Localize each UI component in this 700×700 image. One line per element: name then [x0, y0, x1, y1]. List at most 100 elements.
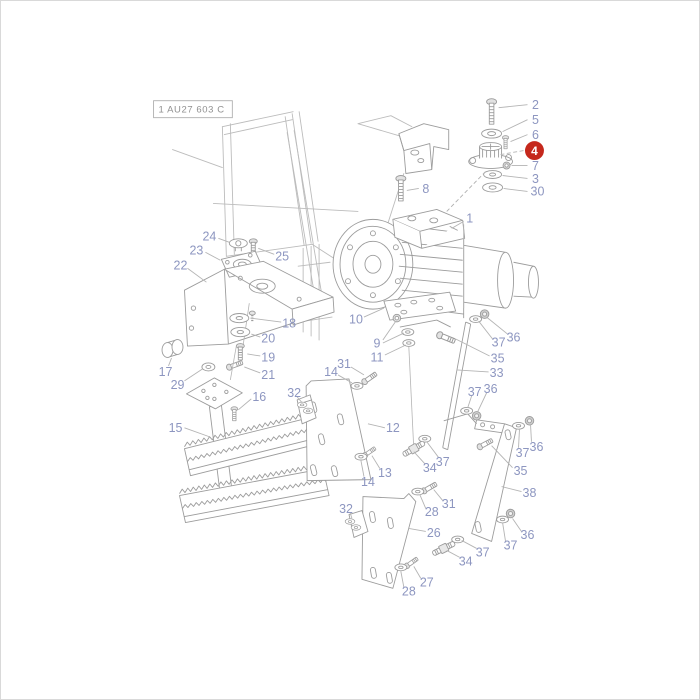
part-callout[interactable]: 10 — [349, 307, 385, 326]
part-callout[interactable]: 25 — [258, 247, 289, 264]
part-callout[interactable]: 29 — [171, 368, 203, 392]
svg-text:24: 24 — [202, 230, 216, 244]
part-callout[interactable]: 37 — [461, 540, 490, 560]
svg-text:36: 36 — [484, 382, 498, 396]
part-callout[interactable]: 37 — [467, 385, 482, 408]
part-callout[interactable]: 35 — [455, 338, 505, 365]
panel-26 — [361, 493, 417, 589]
part-callout[interactable]: 16 — [238, 390, 266, 411]
washer-37b — [469, 315, 483, 323]
part-callout[interactable]: 14 — [324, 365, 353, 384]
part-callout[interactable]: 21 — [244, 366, 275, 382]
part-callout[interactable]: 38 — [501, 486, 537, 500]
part-callout[interactable]: 30 — [503, 185, 545, 199]
part-callout[interactable]: 26 — [408, 526, 441, 540]
bracket-32-lower — [348, 510, 369, 538]
svg-text:37: 37 — [436, 455, 450, 469]
part-callout[interactable]: 20 — [251, 331, 275, 345]
part-callout[interactable]: 15 — [169, 421, 210, 438]
part-callout[interactable]: 9 — [373, 320, 405, 350]
part-callout[interactable]: 34 — [446, 550, 473, 569]
diagram-ref-label: 1 AU27 603 C — [159, 105, 225, 116]
svg-text:14: 14 — [361, 475, 375, 489]
washer-28b — [394, 563, 408, 572]
part-callout[interactable]: 37 — [516, 428, 530, 460]
part-callout[interactable]: 2 — [498, 98, 539, 112]
svg-text:28: 28 — [425, 505, 439, 519]
part-callout[interactable]: 35 — [491, 445, 528, 478]
svg-text:36: 36 — [507, 330, 521, 344]
highlighted-part-callout[interactable]: 4 — [500, 141, 544, 161]
part-callout[interactable]: 1 — [451, 212, 473, 309]
nut-36e — [505, 508, 516, 519]
svg-text:29: 29 — [171, 378, 185, 392]
svg-text:36: 36 — [521, 528, 535, 542]
part-callout[interactable]: 19 — [247, 350, 275, 364]
highlight-badge — [524, 141, 544, 161]
part-callout[interactable]: 18 — [250, 316, 296, 330]
part-callout[interactable]: 37 — [426, 441, 450, 469]
part-callout[interactable]: 32 — [287, 386, 303, 404]
part-callout[interactable]: 5 — [502, 113, 539, 133]
part-callout[interactable]: 37 — [478, 320, 506, 349]
bolt-31 — [360, 370, 379, 387]
washer-5 — [481, 128, 503, 139]
part-callout[interactable]: 34 — [413, 451, 437, 475]
part-callout[interactable]: 28 — [400, 571, 416, 599]
part-callout[interactable]: 31 — [433, 489, 456, 511]
left-support-assembly — [161, 238, 335, 380]
part-callout[interactable]: 37 — [502, 522, 518, 553]
svg-text:3: 3 — [532, 172, 539, 186]
part-callout[interactable]: 28 — [419, 494, 439, 519]
part-callout[interactable]: 6 — [510, 128, 539, 143]
part-callout[interactable]: 36 — [477, 382, 498, 413]
part-callout[interactable]: 27 — [413, 566, 434, 590]
step-mount-plate — [186, 377, 243, 410]
svg-text:11: 11 — [370, 350, 383, 364]
cab-mount-stack — [446, 98, 513, 212]
svg-text:38: 38 — [523, 486, 537, 500]
panel-12 — [305, 378, 372, 482]
washer-32a1 — [296, 401, 308, 408]
part-callout[interactable]: 17 — [159, 357, 173, 379]
part-callout[interactable]: 24 — [202, 230, 230, 244]
part-callout[interactable]: 23 — [190, 244, 221, 261]
bolt-16 — [230, 406, 239, 422]
svg-text:7: 7 — [532, 159, 539, 173]
part-callout[interactable]: 3 — [502, 172, 539, 186]
bolt-19 — [235, 343, 245, 361]
svg-text:23: 23 — [190, 244, 204, 258]
part-callout[interactable]: 14 — [360, 460, 375, 489]
part-callout[interactable]: 11 — [370, 344, 407, 364]
svg-text:37: 37 — [492, 335, 506, 349]
washer-37a — [418, 434, 432, 443]
cap-24 — [228, 238, 248, 252]
mounting-plate — [383, 291, 457, 450]
part-callout[interactable]: 36 — [486, 316, 521, 344]
part-callout[interactable]: 7 — [511, 159, 539, 173]
washer-32a2 — [302, 407, 314, 414]
svg-text:28: 28 — [402, 585, 416, 599]
part-callout[interactable]: 36 — [530, 423, 544, 454]
svg-text:31: 31 — [337, 357, 351, 371]
part-callout[interactable]: 36 — [512, 518, 535, 542]
svg-text:5: 5 — [532, 113, 539, 127]
svg-text:6: 6 — [532, 128, 539, 142]
part-callout[interactable]: 8 — [406, 182, 429, 196]
svg-text:8: 8 — [422, 182, 429, 196]
svg-text:16: 16 — [252, 390, 266, 404]
svg-text:25: 25 — [275, 250, 289, 264]
bolt-35a — [435, 330, 457, 346]
svg-text:20: 20 — [261, 331, 275, 345]
bolt-2 — [486, 98, 498, 125]
part-callout[interactable]: 13 — [371, 455, 392, 480]
part-callout[interactable]: 22 — [174, 259, 207, 283]
washer-3 — [483, 170, 503, 179]
washer-14 — [350, 382, 364, 390]
part-callout[interactable]: 32 — [339, 502, 353, 519]
part-callout[interactable]: 33 — [456, 366, 504, 380]
part-callout[interactable]: 31 — [337, 357, 365, 376]
washer-18 — [229, 313, 250, 324]
svg-text:30: 30 — [531, 185, 545, 199]
part-callout[interactable]: 12 — [367, 421, 400, 435]
